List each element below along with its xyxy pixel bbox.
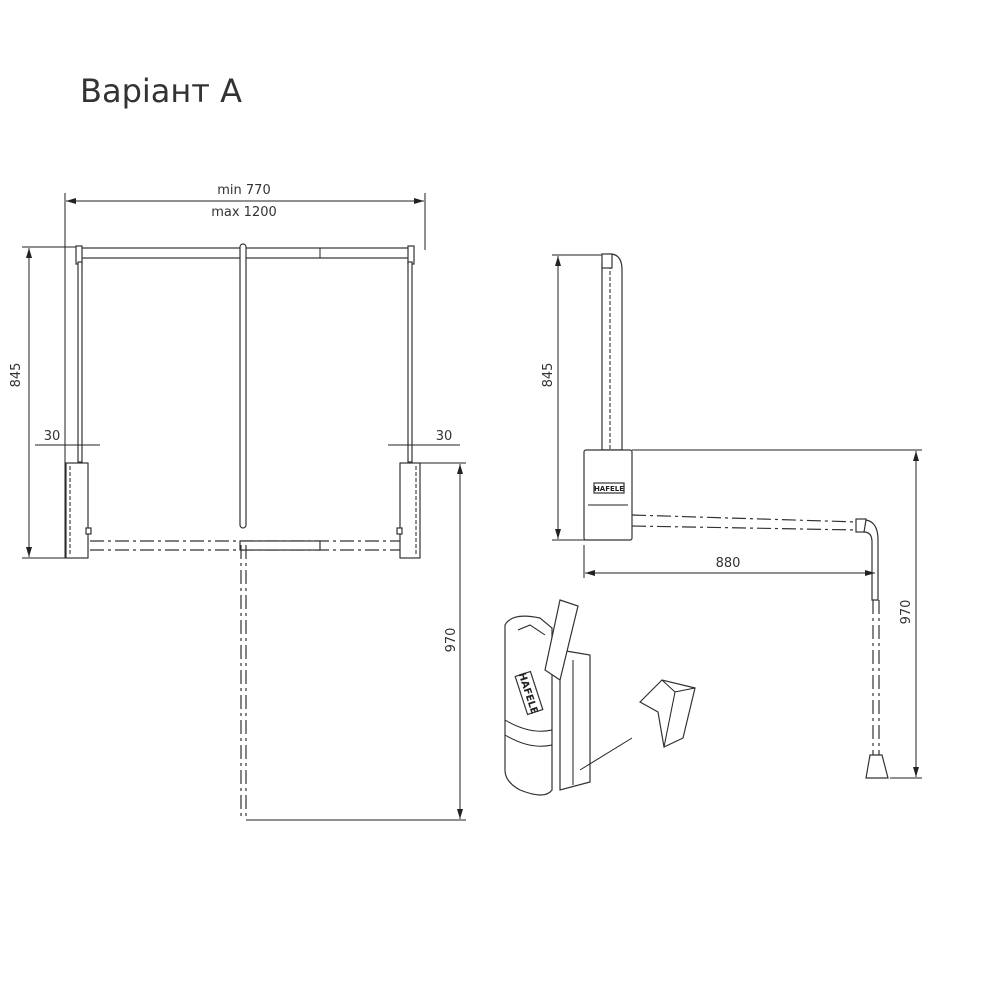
side-post [601,253,623,451]
height-label: 845 [9,363,24,388]
offset-left-label: 30 [44,429,61,444]
center-hanger-rod [239,243,247,529]
detail-arm [544,599,579,681]
side-handle [865,754,889,779]
left-mechanism [65,462,89,559]
right-mechanism [399,462,421,559]
side-arm-bend [863,519,879,601]
side-mechanism [583,449,633,541]
offset-right-label: 30 [436,429,453,444]
side-logo: HAFELE [594,485,624,493]
drop-label: 970 [444,628,459,653]
width-min-label: min 770 [217,183,270,198]
side-height-label: 845 [541,363,556,388]
detail-view: HAFELE [504,599,696,796]
right-post [407,261,413,463]
lowered-rail [239,540,321,551]
side-view: 845 HAFELE 880 970 [541,253,922,779]
width-max-label: max 1200 [211,205,277,220]
left-post [77,261,83,463]
side-depth-label: 880 [716,556,741,571]
page-title: Варіант A [80,72,242,110]
side-drop-label: 970 [899,600,914,625]
front-view: min 770 max 1200 845 30 30 [9,183,466,821]
